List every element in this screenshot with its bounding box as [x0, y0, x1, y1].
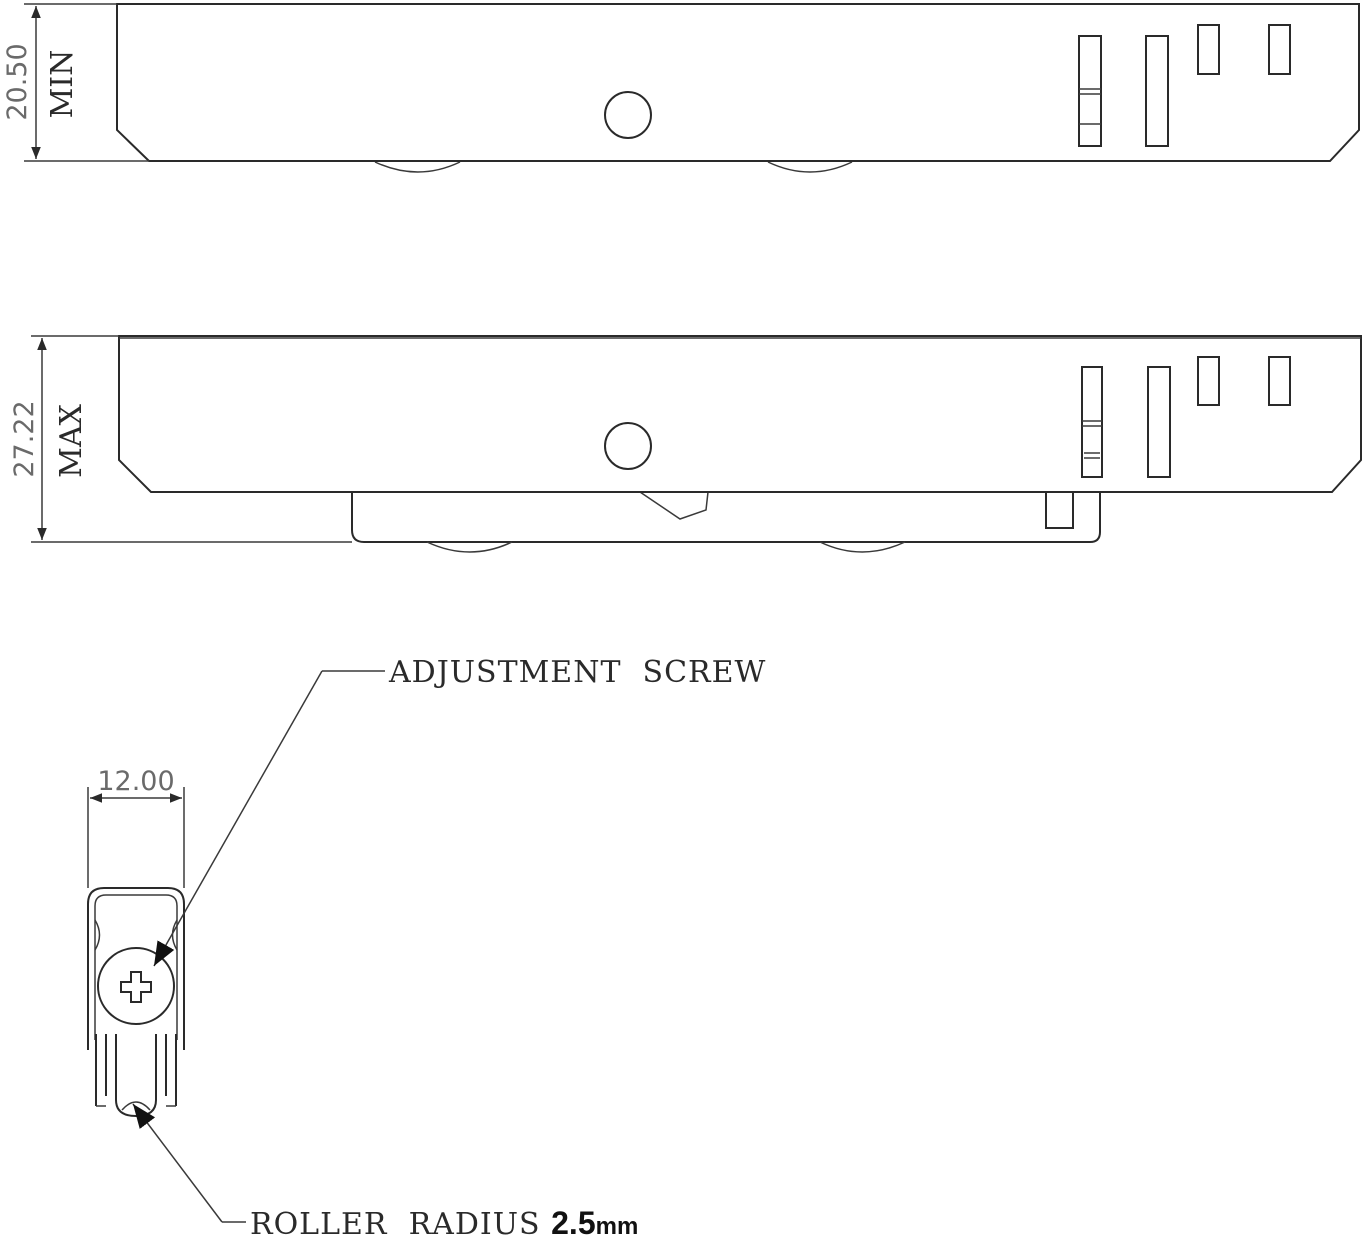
housing-outer: [87, 887, 185, 1050]
adjustment-screw-head: [97, 947, 175, 1025]
track-body-min: [116, 3, 1360, 162]
roller-radius-value: 2.5: [551, 1205, 595, 1239]
dimension-value-min: 20.50: [2, 43, 33, 120]
dimension-value-width: 12.00: [97, 766, 174, 797]
track-body-max: [118, 335, 1362, 493]
roller-left-max: [426, 541, 513, 553]
screw-hole-max: [604, 422, 652, 470]
screw-hole-min: [604, 91, 652, 139]
phillips-cross: [120, 971, 152, 1003]
roller-radius-callout: ROLLER RADIUS 2.5mm: [132, 1103, 638, 1239]
max-view: 27.22 MAX: [9, 335, 1362, 553]
slots-min: [1078, 24, 1291, 147]
roller-radius-text: ROLLER RADIUS 2.5mm: [250, 1205, 638, 1239]
min-view: 20.50 MIN: [2, 3, 1360, 173]
end-view: 12.00: [87, 766, 185, 1118]
roller-radius-unit: mm: [596, 1213, 639, 1239]
adjustment-screw-callout: ADJUSTMENT SCREW: [153, 655, 766, 967]
dimension-max: 27.22 MAX: [9, 335, 352, 543]
roller-bracket-max: [351, 492, 1101, 543]
bracket-notch-max: [639, 491, 709, 520]
max-label: MAX: [54, 403, 89, 477]
roller-right-max: [819, 541, 906, 553]
min-label: MIN: [45, 50, 80, 119]
dimension-value-max: 27.22: [9, 400, 40, 477]
housing-inner: [94, 894, 178, 1040]
dimension-min: 20.50 MIN: [2, 3, 149, 162]
adjustment-screw-label: ADJUSTMENT SCREW: [388, 655, 766, 690]
roller-wheel: [115, 1034, 157, 1118]
roller-radius-label: ROLLER RADIUS: [250, 1207, 551, 1239]
roller-left-min: [374, 161, 461, 173]
slots-max: [1081, 356, 1291, 478]
roller-right-min: [767, 161, 853, 173]
